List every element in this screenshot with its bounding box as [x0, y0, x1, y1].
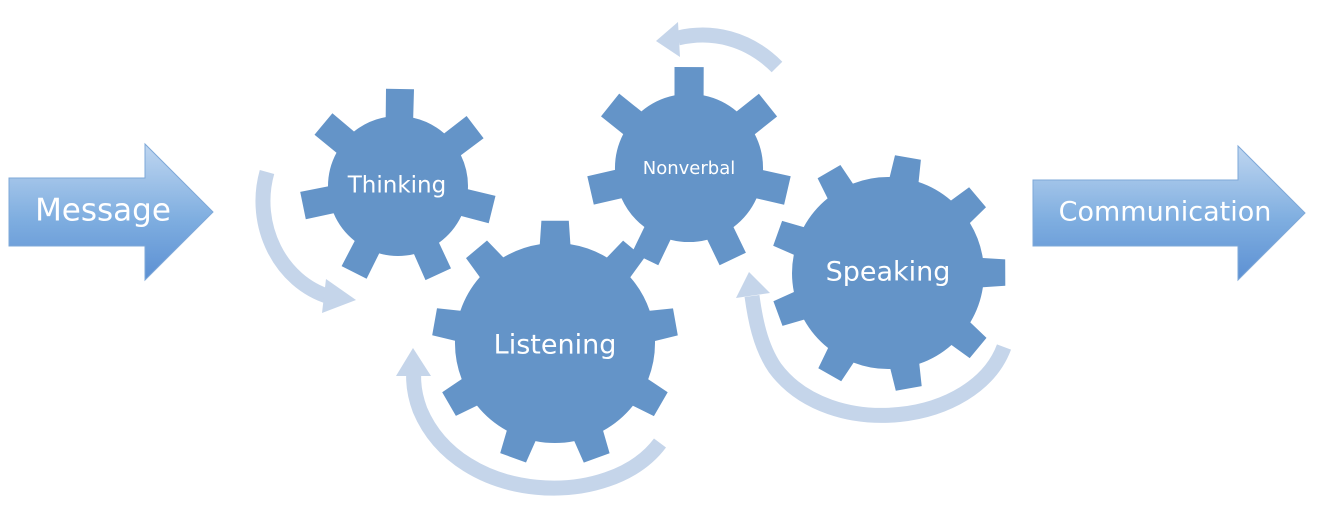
- cycle-arrow-listening-head: [396, 348, 431, 376]
- gear-thinking: [300, 88, 496, 281]
- gears: Thinking Listening Nonverbal Speaking: [300, 67, 1006, 463]
- cycle-arrow-thinking: [255, 169, 356, 313]
- gear-nonverbal-label: Nonverbal: [643, 158, 735, 179]
- communication-arrow-label: Communication: [1059, 197, 1272, 228]
- message-arrow-shape: [8, 142, 214, 282]
- cycle-arrow-nonverbal-shaft: [676, 27, 783, 73]
- gear-listening-label: Listening: [494, 330, 617, 361]
- cycle-arrow-nonverbal: [656, 22, 783, 73]
- communication-arrow-shape: [1032, 144, 1306, 282]
- cycle-arrows: [255, 22, 1012, 496]
- cycle-arrow-listening: [396, 348, 667, 496]
- cycle-arrow-speaking-shaft: [744, 294, 1012, 423]
- gear-nonverbal: [587, 67, 791, 266]
- gear-listening: [432, 220, 678, 463]
- cycle-arrow-speaking: [736, 272, 1012, 423]
- cycle-arrow-thinking-head: [322, 279, 356, 313]
- cycle-arrow-listening-shaft: [406, 369, 667, 496]
- message-arrow: Message: [8, 142, 214, 282]
- communication-arrow: Communication: [1032, 144, 1306, 282]
- gear-speaking: [773, 155, 1006, 391]
- message-arrow-label: Message: [35, 193, 171, 229]
- gear-speaking-label: Speaking: [826, 257, 951, 288]
- cycle-arrow-nonverbal-head: [656, 22, 680, 57]
- cycle-arrow-speaking-head: [736, 272, 770, 298]
- cycle-arrow-thinking-shaft: [255, 169, 333, 305]
- gear-thinking-label: Thinking: [347, 173, 446, 199]
